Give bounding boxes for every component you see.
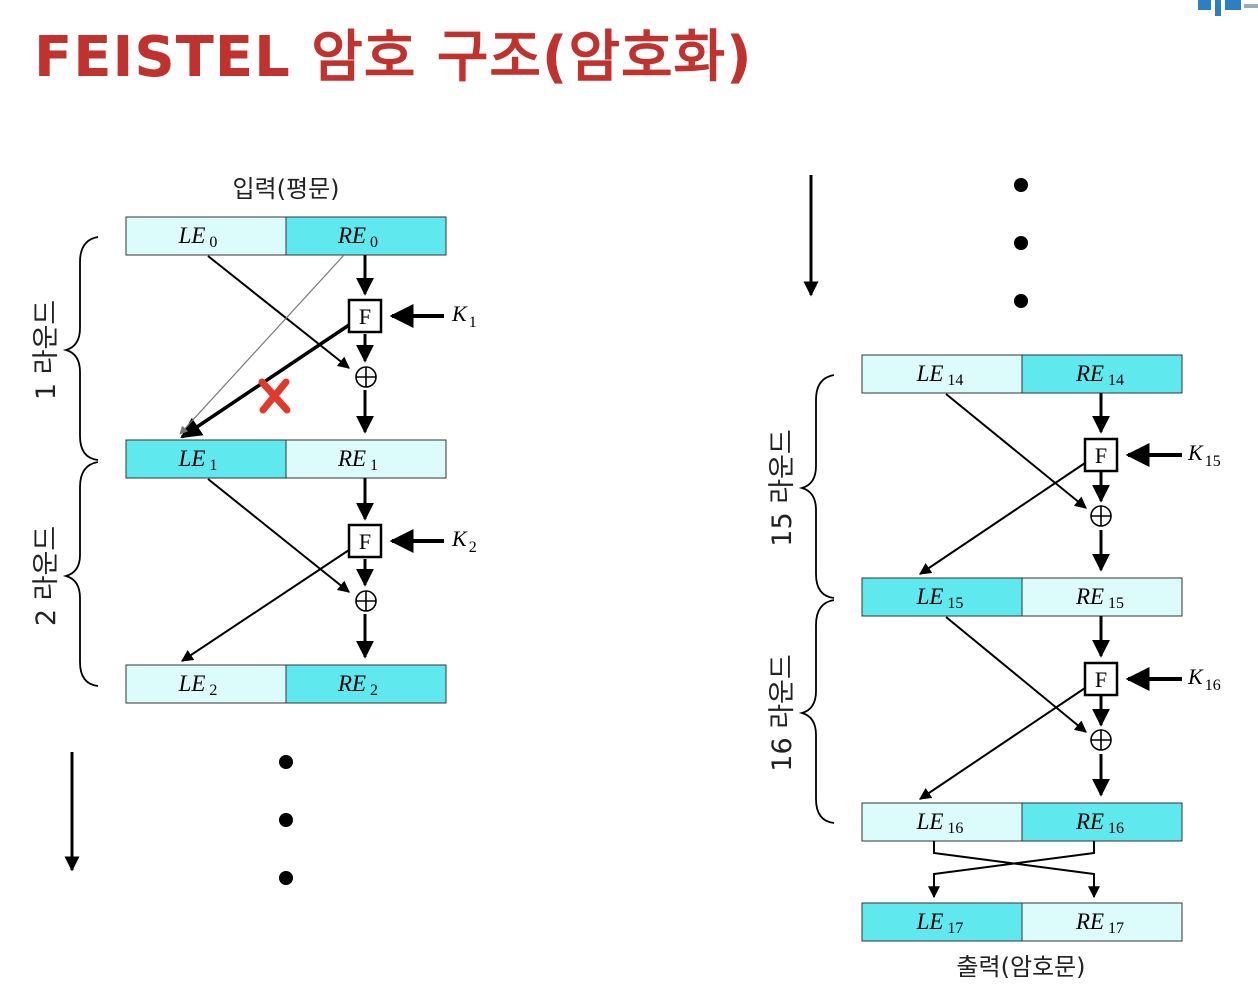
round-label-1: 1 라운드: [31, 300, 62, 400]
brace-round-1: [62, 236, 99, 461]
left-round-1-flow: [179, 254, 444, 439]
right-round-15-flow: [919, 393, 1182, 575]
ellipsis-dot: [279, 871, 293, 885]
right-f-box-16: F: [1083, 661, 1119, 697]
right-round-16-flow: [919, 616, 1182, 800]
svg-text:F: F: [1095, 443, 1107, 468]
ellipsis-dot: [1014, 236, 1028, 250]
ellipsis-dot: [1014, 294, 1028, 308]
left-f-box-2: F: [347, 523, 383, 559]
round-label-16: 16 라운드: [767, 654, 798, 771]
ellipsis-dot: [1014, 178, 1028, 192]
right-xor-16: [1090, 729, 1112, 751]
input-label: 입력(평문): [232, 175, 339, 203]
round-label-15: 15 라운드: [767, 429, 798, 546]
left-round-2-flow: [181, 478, 444, 662]
right-f-box-15: F: [1083, 437, 1119, 473]
svg-text:F: F: [1095, 667, 1107, 692]
ellipsis-dot: [279, 813, 293, 827]
left-xor-1: [355, 366, 377, 388]
round-label-2: 2 라운드: [31, 526, 62, 626]
logo: [1198, 0, 1258, 16]
svg-text:F: F: [359, 304, 371, 329]
page-title: FEISTEL 암호 구조(암호화): [34, 25, 753, 90]
final-swap: [928, 841, 1100, 899]
svg-text:F: F: [359, 529, 371, 554]
brace-round-16: [798, 599, 835, 824]
brace-round-15: [798, 374, 835, 599]
right-xor-15: [1090, 505, 1112, 527]
ellipsis-dot: [279, 755, 293, 769]
left-f-box-1: F: [347, 298, 383, 334]
brace-round-2: [62, 461, 99, 687]
left-xor-2: [355, 590, 377, 612]
cross-mark: [258, 378, 291, 414]
output-label: 출력(암호문): [956, 953, 1085, 981]
